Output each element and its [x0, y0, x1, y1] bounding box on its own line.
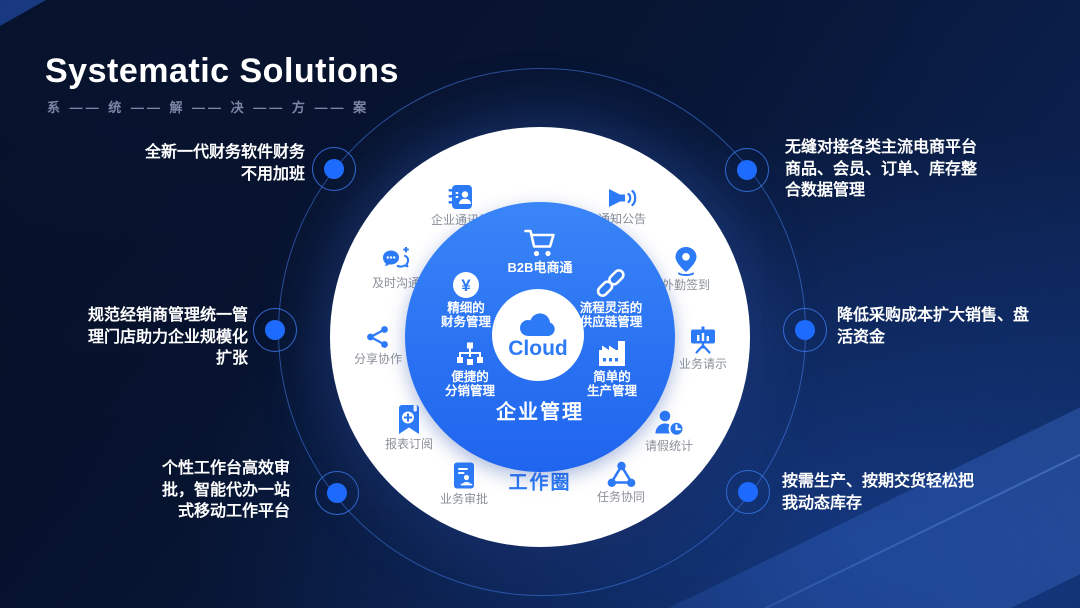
outer-item-report: 报表订阅 — [385, 405, 433, 451]
connector-dot — [253, 308, 297, 352]
outer-item-label: 请假统计 — [644, 439, 694, 453]
callout-right-bottom: 按需生产、按期交货轻松把 我动态库存 — [782, 471, 974, 514]
inner-item-b2b: B2B电商通 — [507, 228, 573, 275]
cart-icon — [523, 228, 557, 258]
callout-line: 按需生产、按期交货轻松把 — [782, 473, 975, 490]
inner-item-label: 流程灵活的供应链管理 — [579, 301, 643, 329]
callout-left-middle: 规范经销商管理统一管 理门店助力企业规模化 扩张 — [88, 305, 248, 370]
corner-triangle-decoration — [0, 0, 46, 26]
share-icon — [365, 324, 391, 350]
connector-dot — [725, 148, 769, 192]
inner-item-label: 便捷的分销管理 — [444, 370, 496, 398]
callout-right-top: 无缝对接各类主流电商平台 商品、会员、订单、库存整 合数据管理 — [785, 137, 977, 202]
outer-item-label: 及时沟通 — [371, 276, 421, 290]
inner-item-label: 简单的生产管理 — [586, 370, 638, 398]
connector-dot — [726, 470, 770, 514]
connector-dot — [783, 308, 827, 352]
callout-left-bottom: 个性工作台高效审 批，智能代办一站 式移动工作平台 — [162, 458, 290, 523]
outer-item-leave-stats: 请假统计 — [645, 409, 693, 453]
approval-icon — [452, 461, 476, 490]
inner-item-label: B2B电商通 — [507, 260, 573, 275]
outer-item-contacts: 企业通讯录 — [431, 183, 491, 227]
callout-right-middle: 降低采购成本扩大销售、盘 活资金 — [837, 305, 1029, 348]
inner-item-supply-chain: 流程灵活的供应链管理 — [579, 268, 643, 329]
chain-icon — [596, 268, 626, 298]
callout-line: 降低采购成本扩大销售、盘 — [837, 307, 1030, 324]
outer-item-label: 报表订阅 — [384, 437, 434, 451]
megaphone-icon — [607, 186, 637, 210]
callout-line: 不用加班 — [240, 165, 305, 183]
collab-icon — [606, 461, 635, 488]
outer-item-label: 外勤签到 — [661, 278, 711, 292]
page-subtitle: 系 —— 统 —— 解 —— 决 —— 方 —— 案 — [47, 100, 370, 115]
outer-item-label: 业务审批 — [439, 492, 489, 506]
callout-line: 扩张 — [215, 350, 248, 367]
callout-line: 全新一代财务软件财务 — [144, 144, 305, 161]
callout-left-top: 全新一代财务软件财务 不用加班 — [145, 142, 305, 185]
inner-item-distribution: 便捷的分销管理 — [445, 342, 495, 398]
cloud-label: Cloud — [508, 336, 568, 360]
callout-line: 理门店助力企业规模化 — [87, 328, 248, 346]
callout-line: 无缝对接各类主流电商平台 — [785, 139, 978, 156]
callout-line: 式移动工作平台 — [177, 503, 290, 520]
callout-line: 批，智能代办一站 — [161, 481, 290, 499]
outer-item-label: 业务请示 — [678, 357, 728, 371]
callout-line: 活资金 — [837, 328, 886, 346]
outer-item-request: 业务请示 — [679, 326, 727, 371]
cloud-hub: Cloud — [492, 289, 584, 381]
yen-icon: ¥ — [452, 272, 479, 298]
callout-line: 个性工作台高效审 — [161, 460, 290, 477]
connector-dot — [315, 471, 359, 515]
outer-item-approval: 业务审批 — [440, 461, 488, 506]
outer-item-chat: 及时沟通 — [372, 247, 420, 290]
outer-item-checkin: 外勤签到 — [662, 246, 710, 292]
report-icon — [396, 405, 422, 435]
person-clock-icon — [653, 409, 684, 437]
outer-item-share: 分享协作 — [354, 324, 402, 366]
connector-dot — [312, 147, 356, 191]
callout-line: 合数据管理 — [785, 182, 866, 199]
cloud-icon — [518, 312, 558, 338]
inner-item-finance: ¥ 精细的财务管理 — [441, 272, 491, 329]
pin-icon — [673, 246, 699, 276]
callout-line: 我动态库存 — [782, 494, 863, 512]
outer-item-label: 任务协同 — [596, 490, 646, 504]
outer-item-task-collab: 任务协同 — [597, 461, 645, 504]
board-icon — [689, 326, 717, 355]
page-title: Systematic Solutions — [45, 52, 399, 90]
inner-item-production: 简单的生产管理 — [587, 340, 637, 398]
org-icon — [455, 342, 485, 367]
work-circle-label: 工作圈 — [508, 472, 572, 494]
inner-item-label: 精细的财务管理 — [440, 301, 492, 329]
chat-icon — [381, 247, 411, 274]
outer-item-label: 分享协作 — [353, 352, 403, 366]
factory-icon — [596, 340, 628, 367]
enterprise-label: 企业管理 — [496, 401, 584, 424]
contacts-icon — [447, 183, 475, 211]
callout-line: 商品、会员、订单、库存整 — [785, 160, 978, 178]
callout-line: 规范经销商管理统一管 — [87, 307, 248, 324]
